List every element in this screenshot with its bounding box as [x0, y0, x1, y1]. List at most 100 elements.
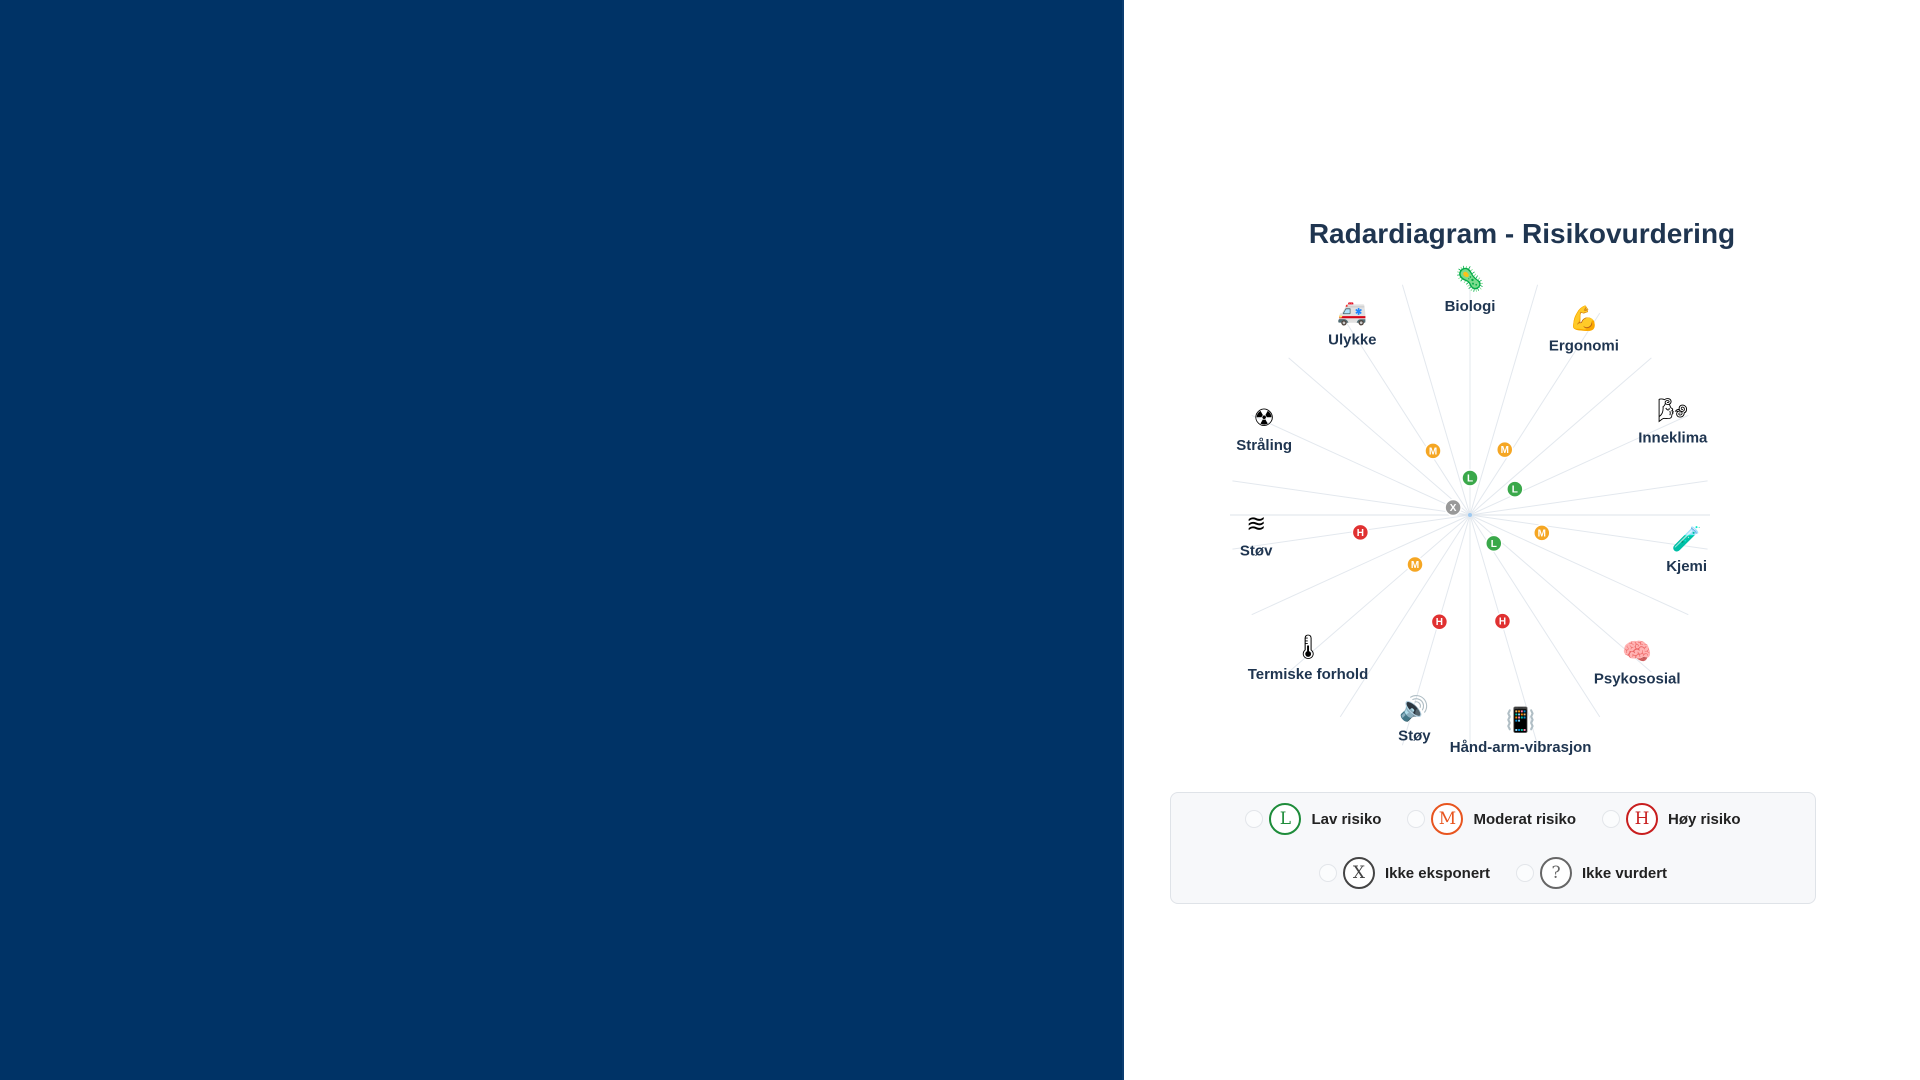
risk-marker[interactable]: M	[1533, 524, 1551, 542]
risk-marker-dot	[1444, 498, 1462, 517]
legend-label: Lav risiko	[1311, 810, 1382, 828]
legend-item[interactable]: L Lav risiko	[1245, 803, 1381, 835]
category-psykososial: 🧠 Psykososial	[1594, 638, 1681, 688]
category-label: Kjemi	[1666, 558, 1707, 575]
risk-marker[interactable]: L	[1461, 469, 1479, 487]
category-stråling: ☢Stråling	[1236, 404, 1292, 454]
moderate-risk-icon: M	[1431, 803, 1464, 835]
thermometer-icon: 🌡	[1293, 633, 1323, 661]
category-label: Biologi	[1445, 298, 1496, 315]
legend-label: Ikke vurdert	[1582, 864, 1668, 882]
radar-spoke	[1469, 480, 1708, 516]
not-assessed-icon: ?	[1540, 857, 1572, 889]
legend-radio[interactable]	[1407, 810, 1426, 828]
radar-spoke	[1469, 312, 1601, 516]
category-ergonomi: 💪 Ergonomi	[1549, 305, 1619, 355]
left-panel	[0, 0, 1124, 1080]
radar-spoke	[1339, 312, 1471, 516]
microbe-icon: 🦠	[1455, 265, 1485, 293]
legend-item[interactable]: ? Ikke vurdert	[1516, 857, 1667, 889]
category-kjemi: 🧪 Kjemi	[1666, 525, 1707, 575]
risk-marker[interactable]: M	[1424, 442, 1442, 460]
risk-marker[interactable]: H	[1430, 612, 1449, 631]
risk-marker[interactable]: M	[1495, 440, 1514, 459]
risk-marker-label: H	[1357, 528, 1364, 539]
risk-marker-dot	[1495, 440, 1514, 459]
radar-spoke	[1469, 514, 1689, 616]
legend-radio[interactable]	[1245, 810, 1264, 828]
high-risk-icon: H	[1626, 803, 1659, 835]
legend-radio[interactable]	[1516, 864, 1534, 882]
radar-spoke	[1339, 514, 1471, 718]
risk-marker-dot	[1461, 469, 1479, 487]
category-label: Psykososial	[1594, 671, 1681, 688]
low-risk-icon: L	[1269, 803, 1302, 835]
risk-marker[interactable]: L	[1485, 534, 1503, 553]
category-støv: ≋Støv	[1240, 509, 1273, 559]
indoor-climate-icon: 🌬	[1658, 397, 1688, 425]
risk-marker-label: M	[1538, 528, 1546, 539]
risk-marker-label: L	[1491, 539, 1497, 550]
legend-radio[interactable]	[1602, 810, 1621, 828]
dust-waves-icon: ≋	[1246, 509, 1266, 537]
radar-spoke	[1232, 514, 1471, 550]
risk-marker[interactable]: M	[1406, 555, 1424, 574]
category-label: Støy	[1398, 728, 1431, 745]
risk-marker-dot	[1485, 534, 1503, 553]
risk-marker-label: M	[1411, 560, 1419, 571]
risk-marker-label: H	[1436, 617, 1443, 628]
risk-marker[interactable]: H	[1351, 523, 1370, 542]
risk-marker-label: H	[1499, 617, 1506, 628]
category-label: Inneklima	[1638, 430, 1708, 447]
legend-label: Høy risiko	[1668, 810, 1741, 828]
category-label: Ergonomi	[1549, 338, 1619, 355]
vibrating-phone-icon: 📳	[1506, 706, 1536, 734]
risk-marker[interactable]: X	[1444, 498, 1462, 517]
risk-marker-label: M	[1501, 445, 1509, 456]
risk-marker-label: X	[1450, 503, 1457, 514]
radar-spoke	[1288, 357, 1471, 516]
radar-chart: 🦠 Biologi 💪 Ergonomi 🌬 Inneklima 🧪 Kjemi 🧠 Psykos…	[1230, 265, 1710, 756]
risk-marker-dot	[1506, 480, 1524, 498]
ambulance-icon: 🚑	[1337, 299, 1367, 327]
brain-icon: 🧠	[1622, 638, 1652, 666]
radar-spoke	[1288, 514, 1471, 673]
risk-marker-dot	[1424, 442, 1442, 460]
risk-marker-dot	[1493, 612, 1512, 630]
radar-spoke	[1469, 357, 1652, 516]
category-label: Termiske forhold	[1248, 666, 1369, 683]
category-termiske-forhold: 🌡 Termiske forhold	[1248, 633, 1369, 683]
test-tube-icon: 🧪	[1672, 525, 1702, 553]
category-støy: 🔊 Støy	[1398, 694, 1431, 745]
risk-marker-label: M	[1429, 446, 1437, 457]
radar-spoke	[1401, 514, 1471, 746]
category-inneklima: 🌬 Inneklima	[1638, 397, 1708, 447]
radar-spoke	[1251, 514, 1471, 616]
radar-spoke	[1401, 284, 1471, 516]
risk-marker-label: L	[1512, 485, 1518, 496]
radar-spoke	[1469, 414, 1689, 516]
risk-marker-label: L	[1467, 474, 1473, 485]
radar-spoke	[1469, 514, 1708, 550]
speaker-icon: 🔊	[1399, 694, 1429, 723]
risk-marker[interactable]: L	[1506, 480, 1524, 498]
legend-radio[interactable]	[1318, 864, 1337, 882]
risk-marker-dot	[1406, 555, 1424, 574]
legend-item[interactable]: M Moderat risiko	[1407, 803, 1576, 835]
right-panel: Radardiagram - Risikovurdering 🦠Biologi💪…	[1124, 0, 1920, 1080]
radar-spoke	[1232, 480, 1471, 516]
risk-marker-dot	[1533, 524, 1551, 542]
category-ulykke: 🚑Ulykke	[1328, 299, 1376, 349]
legend-item[interactable]: H Høy risiko	[1602, 803, 1741, 835]
legend-label: Moderat risiko	[1473, 810, 1577, 828]
risk-marker[interactable]: H	[1493, 612, 1512, 630]
category-biologi: 🦠 Biologi	[1445, 265, 1496, 315]
category-hånd-arm-vibrasjon: 📳 Hånd-arm-vibrasjon	[1450, 706, 1592, 756]
flexed-arm-icon: 💪	[1569, 305, 1599, 333]
legend-row-1: L Lav risiko M Moderat risiko H Høy risiko	[1171, 803, 1815, 835]
category-label: Hånd-arm-vibrasjon	[1450, 739, 1592, 756]
category-label: Stråling	[1236, 437, 1292, 454]
